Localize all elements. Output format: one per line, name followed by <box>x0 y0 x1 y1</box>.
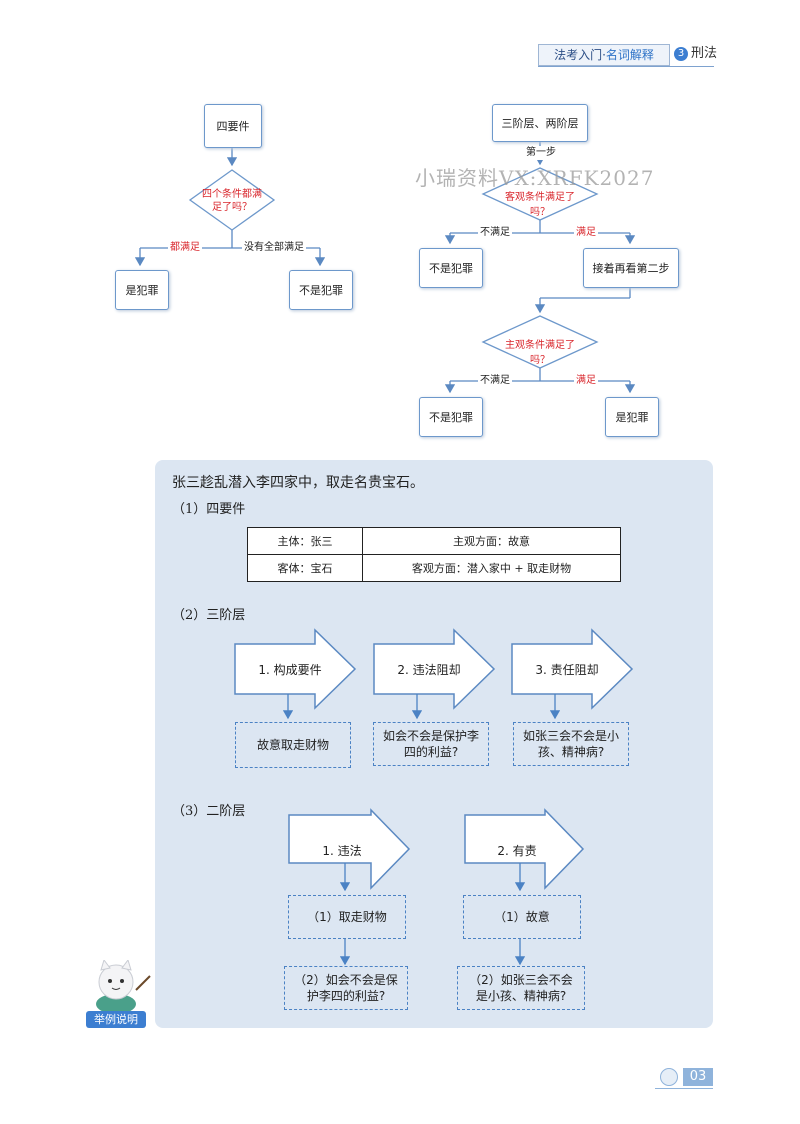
example-intro: 张三趁乱潜入李四家中，取走名贵宝石。 <box>172 475 424 491</box>
subject-title: 刑法 <box>691 46 718 61</box>
page-marker-icon <box>660 1068 678 1086</box>
mascot-label: 举例说明 <box>86 1011 146 1028</box>
two-tier-detail-1-1: （1）取走财物 <box>288 895 406 939</box>
two-tier-step-2: 2. 有责 <box>497 844 537 858</box>
two-tier-detail-2-2: （2）如张三会不会是小孩、精神病? <box>457 966 585 1010</box>
next-step-box: 接着再看第二步 <box>583 248 679 288</box>
four-elements-table: 主体：张三 主观方面：故意 客体：宝石 客观方面：潜入家中 + 取走财物 <box>247 527 621 582</box>
mascot-icon <box>96 960 151 1014</box>
four-elements-no-label: 没有全部满足 <box>242 241 306 255</box>
section3-title: （3）二阶层 <box>172 804 246 819</box>
three-tier-detail-2: 如会不会是保护李四的利益? <box>373 722 489 766</box>
subjective-yes-label: 满足 <box>574 374 598 388</box>
objective-no-result: 不是犯罪 <box>419 248 483 288</box>
three-tier-detail-3: 如张三会不会是小孩、精神病? <box>513 722 629 766</box>
two-tier-detail-2-1: （1）故意 <box>463 895 581 939</box>
three-tier-step-2: 2. 违法阻却 <box>397 663 461 677</box>
four-elements-question: 四个条件都满足了吗？ <box>202 189 262 213</box>
footer-rule <box>655 1088 713 1089</box>
objective-yes-label: 满足 <box>574 226 598 240</box>
four-elements-start-box: 四要件 <box>204 104 262 148</box>
book-title-suffix: 名词解释 <box>605 48 654 62</box>
watermark: 小瑞资料VX:XRFK2027 <box>415 166 655 190</box>
objective-no-label: 不满足 <box>478 226 512 240</box>
two-tier-detail-1-2: （2）如会不会是保护李四的利益? <box>284 966 408 1010</box>
section2-title: （2）三阶层 <box>172 608 246 623</box>
objective-question: 客观条件满足了吗？ <box>505 192 575 218</box>
table-cell: 主体：张三 <box>247 527 363 555</box>
subjective-no-result: 不是犯罪 <box>419 397 483 437</box>
two-tier-step-1: 1. 违法 <box>322 844 362 858</box>
header-rule <box>538 66 714 67</box>
three-tier-step-1: 1. 构成要件 <box>258 663 322 677</box>
table-row: 主体：张三 主观方面：故意 <box>247 527 621 555</box>
chapter-number-icon: 3 <box>674 47 688 61</box>
four-elements-yes-result: 是犯罪 <box>115 270 169 310</box>
table-cell: 主观方面：故意 <box>362 527 621 555</box>
subjective-yes-result: 是犯罪 <box>605 397 659 437</box>
four-elements-yes-label: 都满足 <box>168 241 202 255</box>
page-number: 03 <box>683 1068 713 1086</box>
subjective-no-label: 不满足 <box>478 374 512 388</box>
table-cell: 客体：宝石 <box>247 554 363 582</box>
book-title-tag: 法考入门·名词解释 <box>538 44 670 66</box>
three-tier-step1-label: 第一步 <box>524 146 558 160</box>
example-arrow-shapes <box>234 628 634 966</box>
three-tier-detail-1: 故意取走财物 <box>235 722 351 768</box>
subjective-question: 主观条件满足了吗？ <box>505 340 575 366</box>
book-title-prefix: 法考入门· <box>554 48 606 62</box>
table-row: 客体：宝石 客观方面：潜入家中 + 取走财物 <box>247 554 621 582</box>
four-elements-no-result: 不是犯罪 <box>289 270 353 310</box>
section1-title: （1）四要件 <box>172 502 246 517</box>
three-tier-step-3: 3. 责任阻却 <box>535 663 599 677</box>
table-cell: 客观方面：潜入家中 + 取走财物 <box>362 554 621 582</box>
three-tier-start-box: 三阶层、两阶层 <box>492 104 588 142</box>
flowchart-connectors <box>134 141 636 394</box>
